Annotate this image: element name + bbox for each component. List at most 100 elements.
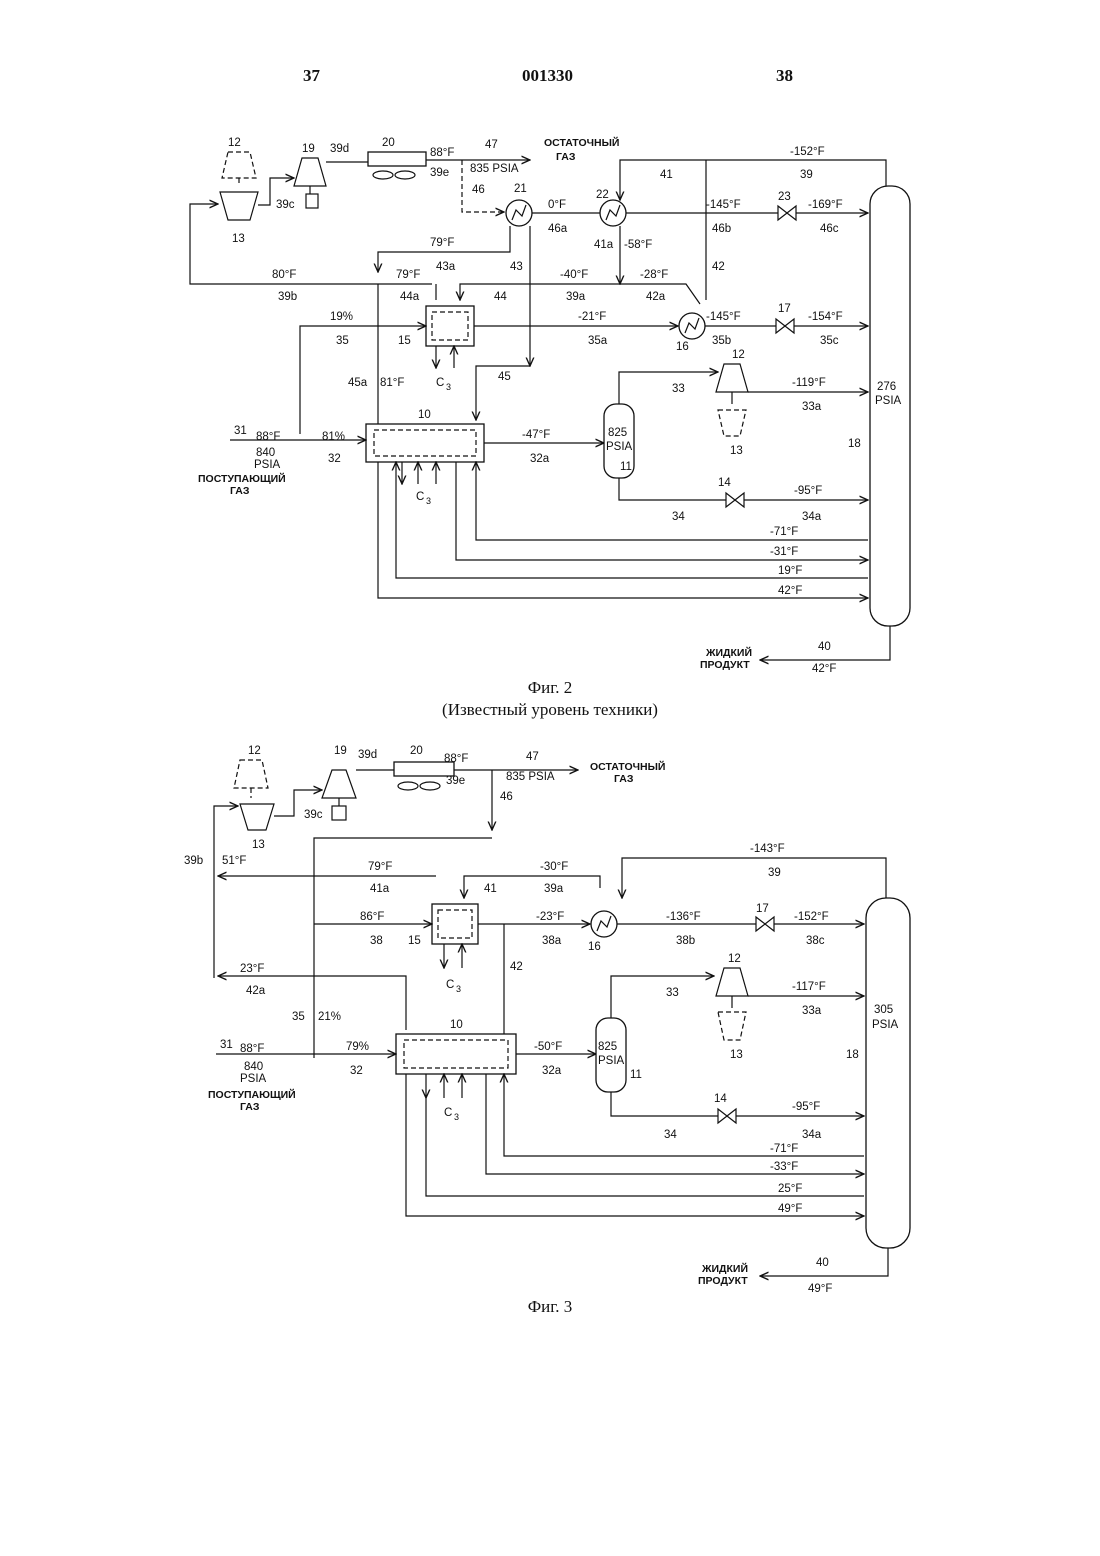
stream-label: PSIA — [598, 1055, 625, 1067]
stream-label: 42°F — [812, 663, 836, 675]
process-line — [619, 478, 726, 500]
stream-label: ГАЗ — [556, 151, 576, 163]
stream-label: 34 — [672, 511, 685, 523]
stream-label: ОСТАТОЧНЫЙ — [590, 760, 665, 773]
stream-label: 42a — [246, 985, 266, 997]
stream-label: 45 — [498, 371, 511, 383]
stream-label: 3 — [456, 984, 461, 994]
stream-label: 840 — [244, 1061, 263, 1073]
stream-label: 17 — [756, 903, 769, 915]
fig2-valve-23 — [778, 206, 796, 220]
stream-label: 49°F — [808, 1283, 832, 1295]
stream-label: 39a — [566, 291, 586, 303]
stream-label: 3 — [426, 496, 431, 506]
stream-label: 23°F — [240, 963, 264, 975]
stream-label: 47 — [485, 139, 498, 151]
process-line — [214, 806, 238, 978]
stream-label: 42a — [646, 291, 666, 303]
stream-label: ПРОДУКТ — [700, 659, 750, 671]
stream-label: 20 — [382, 137, 395, 149]
stream-label: 49°F — [778, 1203, 802, 1215]
stream-label: 39c — [304, 809, 323, 821]
stream-label: 39d — [358, 749, 377, 761]
stream-label: ОСТАТОЧНЫЙ — [544, 136, 619, 149]
stream-label: 305 — [874, 1004, 893, 1016]
stream-label: 16 — [588, 941, 601, 953]
stream-label: -95°F — [794, 485, 822, 497]
stream-label: 39a — [544, 883, 564, 895]
stream-label: 41a — [370, 883, 390, 895]
stream-label: ПОСТУПАЮЩИЙ — [198, 472, 286, 485]
process-line — [306, 194, 318, 208]
stream-label: C — [436, 377, 444, 389]
stream-label: 39c — [276, 199, 295, 211]
process-line — [486, 1074, 864, 1174]
stream-label: 35c — [820, 335, 839, 347]
fig3-expander-12 — [234, 760, 268, 788]
stream-label: -30°F — [540, 861, 568, 873]
stream-label: 47 — [526, 751, 539, 763]
stream-label: 32a — [530, 453, 550, 465]
fig2-valve-14 — [726, 493, 744, 507]
process-line — [420, 782, 440, 790]
fig3-valve-17 — [756, 917, 774, 931]
process-line — [332, 806, 346, 820]
stream-label: 34a — [802, 1129, 822, 1141]
stream-label: 276 — [877, 381, 896, 393]
stream-label: 12 — [228, 137, 241, 149]
stream-label: 81°F — [380, 377, 404, 389]
stream-label: 43a — [436, 261, 456, 273]
stream-label: 15 — [398, 335, 411, 347]
fig3-process-diagram: 18 305 PSIA 12 13 19 20 39c 39d 88°F 39e… — [0, 730, 1100, 1300]
stream-label: 79% — [346, 1041, 369, 1053]
stream-label: 51°F — [222, 855, 246, 867]
stream-label: 23 — [778, 191, 791, 203]
stream-label: 13 — [730, 1049, 743, 1061]
stream-label: 46a — [548, 223, 568, 235]
stream-label: 840 — [256, 447, 275, 459]
stream-label: PSIA — [254, 459, 281, 471]
process-line — [398, 782, 418, 790]
stream-label: 835 PSIA — [470, 163, 519, 175]
stream-label: -117°F — [792, 981, 826, 993]
stream-label: 12 — [732, 349, 745, 361]
stream-label: 19% — [330, 311, 353, 323]
stream-label: ЖИДКИЙ — [705, 646, 752, 659]
stream-label: 88°F — [256, 431, 280, 443]
stream-label: 39b — [184, 855, 203, 867]
stream-label: -152°F — [794, 911, 829, 923]
process-line — [622, 858, 886, 898]
stream-label: ЖИДКИЙ — [701, 1262, 748, 1275]
stream-label: ГАЗ — [614, 773, 634, 785]
stream-label: 42 — [510, 961, 523, 973]
stream-label: -152°F — [790, 146, 825, 158]
stream-label: 39e — [430, 167, 449, 179]
stream-label: -40°F — [560, 269, 588, 281]
stream-label: 45a — [348, 377, 368, 389]
stream-label: 17 — [778, 303, 791, 315]
fig3-caption: Фиг. 3 — [0, 1296, 1100, 1318]
stream-label: -28°F — [640, 269, 668, 281]
stream-label: 44a — [400, 291, 420, 303]
stream-label: 42 — [712, 261, 725, 273]
stream-label: 38c — [806, 935, 825, 947]
stream-label: -145°F — [706, 199, 741, 211]
process-line — [611, 976, 714, 1018]
fig2-compressor-19 — [294, 158, 326, 186]
stream-label: 34 — [664, 1129, 677, 1141]
stream-label: -31°F — [770, 546, 798, 558]
fig2-expander-12 — [222, 152, 256, 178]
stream-label: 25°F — [778, 1183, 802, 1195]
stream-label: 13 — [252, 839, 265, 851]
stream-label: 41 — [660, 169, 673, 181]
stream-label: 14 — [718, 477, 731, 489]
fig3-demethanizer-column — [866, 898, 910, 1248]
stream-label: -21°F — [578, 311, 606, 323]
stream-label: PSIA — [872, 1019, 899, 1031]
stream-label: 38b — [676, 935, 695, 947]
stream-label: -33°F — [770, 1161, 798, 1173]
stream-label: 46 — [472, 184, 485, 196]
stream-label: 38a — [542, 935, 562, 947]
stream-label: -143°F — [750, 843, 785, 855]
stream-label: 39e — [446, 775, 465, 787]
